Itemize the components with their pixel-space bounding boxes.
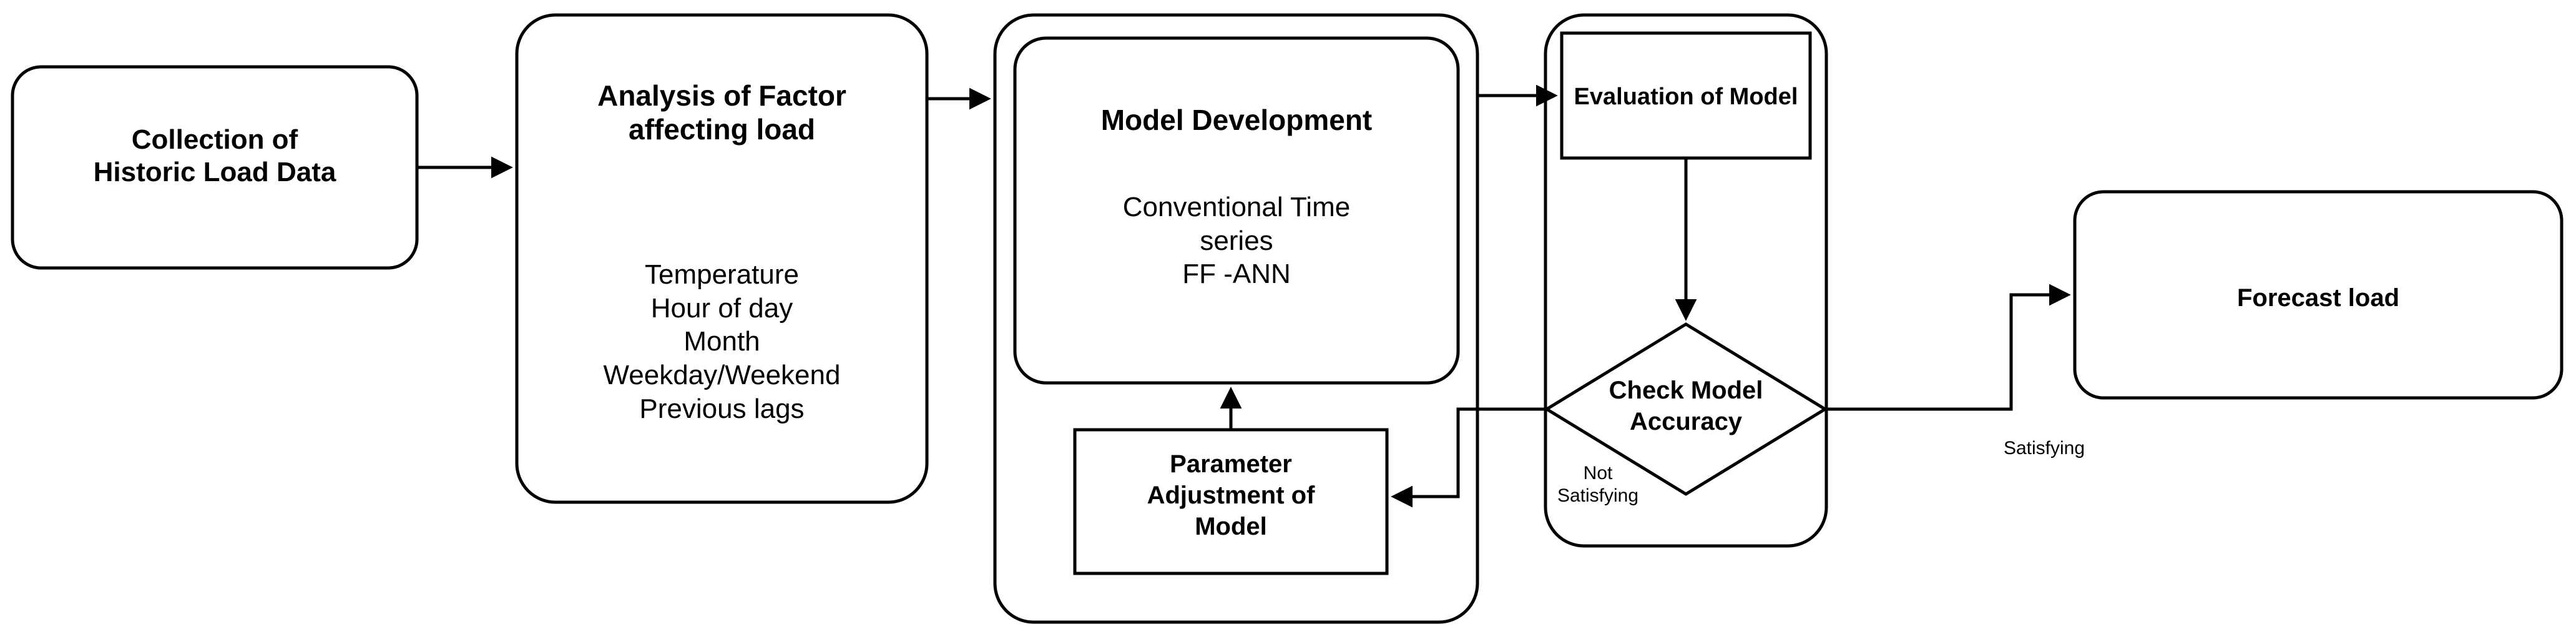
- node-evaluation-of-model[interactable]: [1560, 31, 1812, 160]
- node-model-development[interactable]: [1013, 36, 1460, 385]
- node-check-model-accuracy[interactable]: [1544, 322, 1828, 496]
- node-analysis-of-factor[interactable]: [515, 13, 929, 504]
- node-parameter-adjustment[interactable]: [1073, 428, 1389, 575]
- node-forecast-load[interactable]: [2073, 190, 2564, 400]
- connector-satisfying-to-forecast: [1825, 284, 2071, 411]
- connector-not-satisfying-to-parameter: [1391, 407, 1547, 508]
